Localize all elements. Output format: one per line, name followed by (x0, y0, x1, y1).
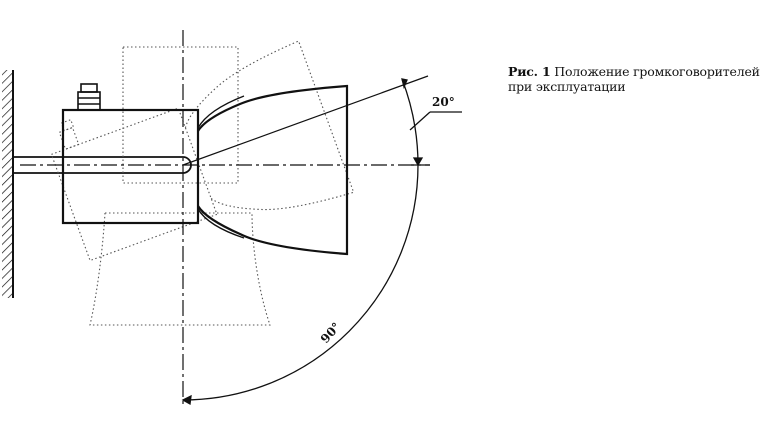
figure-label: Рис. 1 (508, 64, 551, 79)
loudspeaker-position-down (89, 46, 271, 326)
angle-20-dimension (401, 78, 462, 167)
wall (2, 70, 14, 298)
angle-90-label: 90° (318, 320, 344, 346)
angle-90-dimension (181, 164, 419, 406)
cable-gland (77, 83, 101, 111)
figure-caption-text: Положение громкоговорителей при эксплуат… (508, 64, 760, 94)
figure-caption: Рис. 1 Положение громкоговорителей при э… (508, 64, 770, 94)
loudspeaker-position-main (61, 84, 349, 256)
center-lines (20, 30, 430, 408)
angle-20-label: 20° (432, 95, 455, 109)
